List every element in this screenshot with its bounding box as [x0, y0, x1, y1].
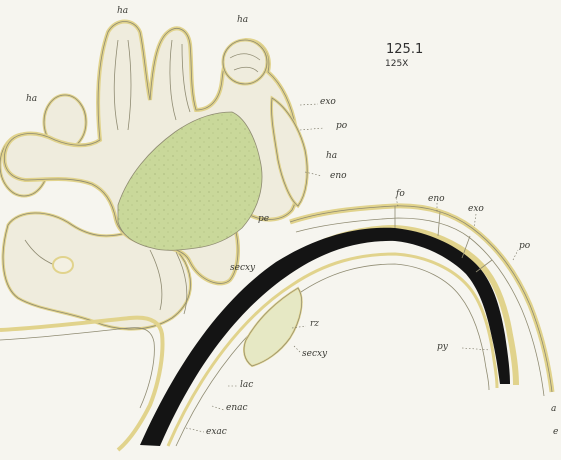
figure-magnification: 125X: [385, 60, 408, 69]
label-ha-right: ha: [237, 16, 248, 25]
label-eno-1: eno: [330, 172, 347, 181]
figure-number: 125.1: [386, 43, 423, 56]
label-po-1: po: [336, 122, 347, 131]
label-py: py: [437, 343, 448, 352]
label-edge-a: a: [551, 405, 556, 414]
label-ha-left: ha: [26, 95, 37, 104]
label-exo-2: exo: [468, 205, 484, 214]
label-rz: rz: [310, 320, 319, 329]
label-ha-top: ha: [117, 7, 128, 16]
label-lac: lac: [240, 381, 253, 390]
label-secxy-1: secxy: [230, 264, 255, 273]
label-po-2: po: [519, 242, 530, 251]
label-exo-1: exo: [320, 98, 336, 107]
label-ha-mid: ha: [326, 152, 337, 161]
label-edge-e: e: [553, 428, 558, 437]
label-enac: enac: [226, 404, 248, 413]
label-fo: fo: [396, 190, 405, 199]
label-eno-2: eno: [428, 195, 445, 204]
ha-round-cell: [223, 40, 267, 84]
label-secxy-2: secxy: [302, 350, 327, 359]
label-exac: exac: [206, 428, 227, 437]
label-pe: pe: [258, 215, 269, 224]
